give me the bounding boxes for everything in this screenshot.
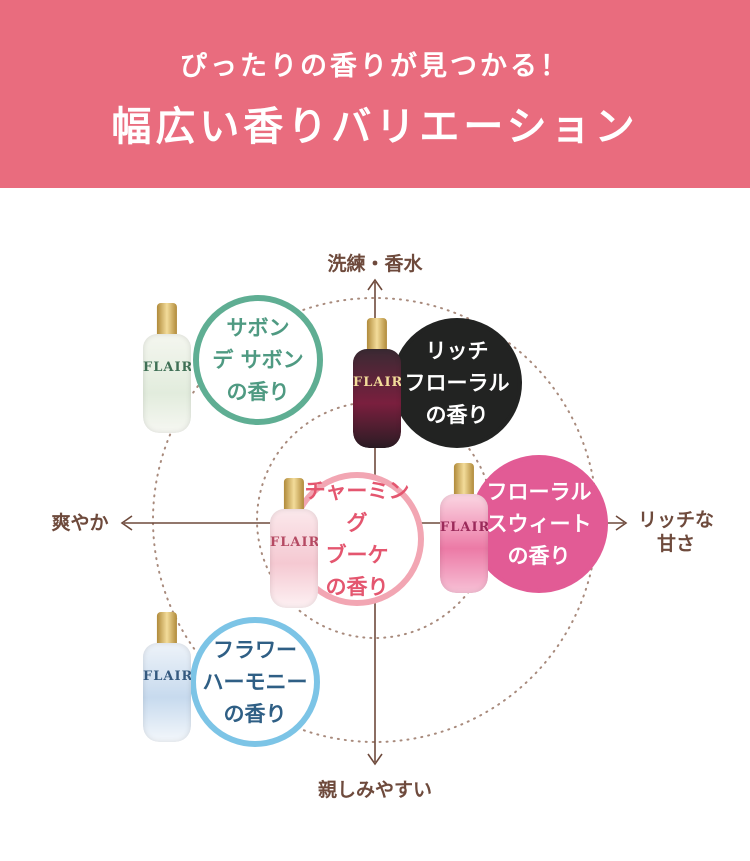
header-subtitle: ぴったりの香りが見つかる！ — [180, 51, 570, 82]
bottle-floral-sweet: FLAIR — [440, 463, 488, 593]
bottle-body — [143, 643, 191, 742]
bottle-logo: FLAIR — [270, 535, 318, 551]
scent-label-line2: ブーケ — [325, 543, 389, 567]
axis-label-left: 爽やか — [51, 512, 109, 534]
axis-label-right-line2: 甘さ — [656, 533, 695, 555]
scent-bubble-rich-floral[interactable]: リッチ フローラル の香り — [392, 318, 522, 448]
bottle-body — [270, 509, 318, 608]
scent-label-line1: サボン — [226, 316, 290, 340]
scent-label-line1: チャーミング — [304, 479, 410, 535]
scent-label-line3: の香り — [425, 403, 489, 427]
arrow-up-icon — [367, 278, 383, 291]
scent-label-line2: ハーモニー — [202, 670, 308, 694]
bottle-cap — [453, 463, 475, 497]
scent-label-line2: デ サボン — [212, 348, 304, 372]
arrow-right-icon — [615, 515, 628, 531]
bottle-cap — [283, 478, 305, 512]
bottle-cap — [156, 612, 178, 646]
header-banner: ぴったりの香りが見つかる！ 幅広い香りバリエーション — [0, 0, 750, 188]
scent-bubble-savon[interactable]: サボン デ サボン の香り — [193, 295, 323, 425]
bottle-body — [353, 349, 401, 448]
bottle-cap — [156, 303, 178, 337]
header-title: 幅広い香りバリエーション — [111, 104, 639, 150]
bottle-charming-bouquet: FLAIR — [270, 478, 318, 608]
bottle-logo: FLAIR — [440, 520, 488, 536]
scent-label-line2: スウィート — [486, 512, 592, 536]
bottle-cap — [366, 318, 388, 352]
scent-label-line1: フローラル — [486, 480, 592, 504]
bottle-logo: FLAIR — [143, 360, 191, 376]
bottle-rich-floral: FLAIR — [353, 318, 401, 448]
scent-label-line3: の香り — [507, 544, 571, 568]
bottle-logo: FLAIR — [143, 669, 191, 685]
axis-label-right: リッチな 甘さ — [626, 508, 726, 556]
scent-label-line3: の香り — [325, 575, 389, 599]
scent-bubble-flower-harmony[interactable]: フラワー ハーモニー の香り — [190, 617, 320, 747]
bottle-logo: FLAIR — [353, 375, 401, 391]
axis-label-right-line1: リッチな — [637, 509, 714, 531]
scent-label-line2: フローラル — [404, 371, 510, 395]
axis-label-top: 洗練・香水 — [327, 253, 423, 275]
scent-label-line3: の香り — [223, 702, 287, 726]
bottle-flower-harmony: FLAIR — [143, 612, 191, 742]
scent-label-line1: リッチ — [425, 339, 489, 363]
bottle-body — [440, 494, 488, 593]
scent-label-line3: の香り — [226, 380, 290, 404]
scent-bubble-floral-sweet[interactable]: フローラル スウィート の香り — [470, 455, 608, 593]
axis-label-bottom: 親しみやすい — [317, 779, 432, 801]
arrow-left-icon — [120, 515, 133, 531]
arrow-down-icon — [367, 753, 383, 766]
bottle-savon: FLAIR — [143, 303, 191, 433]
scent-label-line1: フラワー — [213, 638, 297, 662]
bottle-body — [143, 334, 191, 433]
